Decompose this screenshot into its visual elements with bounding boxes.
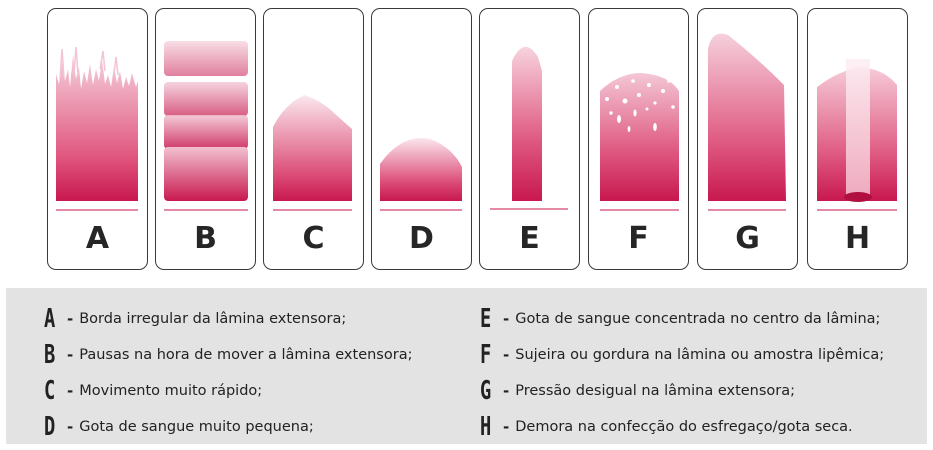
legend-item-a: A - Borda irregular da lâmina extensora; [44,304,346,334]
smear-g-slanted [708,33,786,211]
legend-description: Pausas na hora de mover a lâmina extenso… [79,347,413,363]
smear-slides-panel: A B C D E [47,8,908,270]
legend-item-g: G - Pressão desigual na lâmina extensora… [480,376,795,406]
slide-label: F [628,221,649,256]
smear-b-banded [164,41,248,211]
legend-dash: - [503,310,510,328]
legend-item-d: D - Gota de sangue muito pequena; [44,412,314,442]
legend-key: C [44,376,56,406]
legend-key: A [44,304,56,334]
legend-item-e: E - Gota de sangue concentrada no centro… [480,304,880,334]
legend-dash: - [67,310,74,328]
legend-dash: - [67,418,74,436]
legend-key: D [44,412,56,442]
legend-dash: - [503,418,510,436]
slide-h: H [807,8,908,270]
slide-a: A [47,8,148,270]
slide-f: F [588,8,689,270]
legend-key: G [480,376,492,406]
slide-label: D [409,221,434,256]
legend-item-b: B - Pausas na hora de mover a lâmina ext… [44,340,412,370]
legend-dash: - [503,382,510,400]
slide-d: D [371,8,472,270]
legend-box: A - Borda irregular da lâmina extensora;… [6,288,927,444]
slide-label: E [519,221,540,256]
legend-description: Sujeira ou gordura na lâmina ou amostra … [515,347,885,363]
legend-dash: - [67,382,74,400]
legend-item-f: F - Sujeira ou gordura na lâmina ou amos… [480,340,884,370]
legend-item-h: H - Demora na confecção do esfregaço/got… [480,412,853,442]
legend-description: Pressão desigual na lâmina extensora; [515,383,796,399]
smear-e-narrow [490,46,568,210]
slide-g: G [697,8,798,270]
legend-description: Gota de sangue muito pequena; [79,419,314,435]
legend-description: Demora na confecção do esfregaço/gota se… [515,419,853,435]
smear-f-spotted [600,73,679,211]
legend-description: Movimento muito rápido; [79,383,263,399]
smear-h-streak [817,59,897,211]
slide-c: C [263,8,364,270]
legend-dash: - [67,346,74,364]
slide-b: B [155,8,256,270]
smear-a-irregular-edge [56,46,138,211]
legend-description: Borda irregular da lâmina extensora; [79,311,347,327]
smear-c-peaked [273,95,352,211]
smear-d-short [380,138,462,211]
legend-key: E [480,304,492,334]
legend-item-c: C - Movimento muito rápido; [44,376,262,406]
slide-label: A [85,221,110,256]
legend-dash: - [503,346,510,364]
slide-label: H [844,221,871,256]
slide-label: B [194,221,217,256]
legend-key: H [480,412,492,442]
slide-e: E [479,8,580,270]
legend-key: B [44,340,56,370]
legend-key: F [480,340,492,370]
legend-description: Gota de sangue concentrada no centro da … [515,311,881,327]
slide-label: G [735,221,760,256]
slide-label: C [302,221,325,256]
